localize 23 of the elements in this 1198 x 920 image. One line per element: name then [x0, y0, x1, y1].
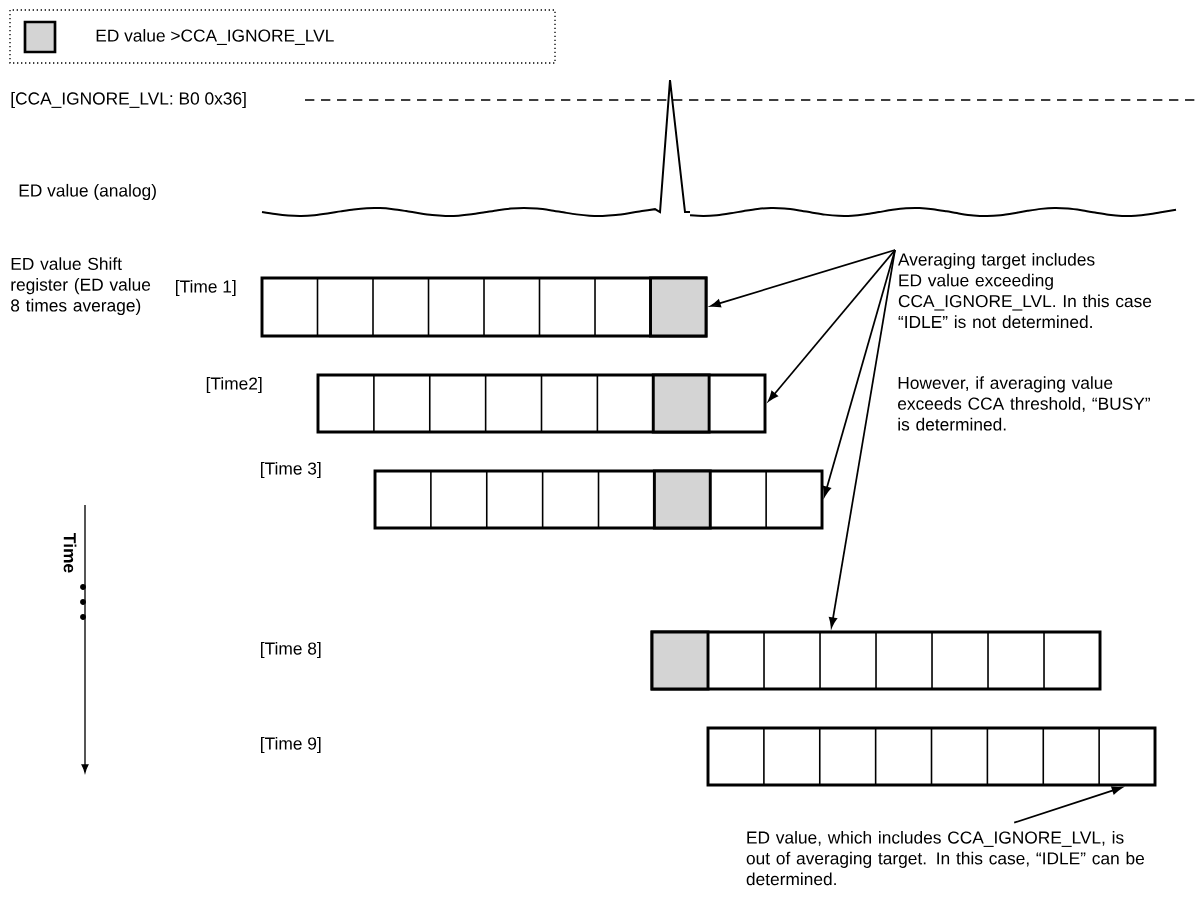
register-label: ED value Shift register (ED value 8 times average) — [11, 257, 151, 315]
axis-label: Time — [63, 533, 77, 573]
arrow — [710, 249, 896, 308]
time-label: [Time 3] — [261, 461, 321, 479]
time-label: [Time 9] — [261, 736, 321, 754]
shift-register — [706, 726, 1157, 787]
arrow — [768, 249, 896, 402]
shift-register — [373, 469, 824, 530]
register-label: [CCA_IGNORE_LVL: B0 0x36] — [11, 91, 246, 109]
shift-register — [260, 276, 708, 338]
shift-register — [650, 630, 1102, 691]
arrow — [1013, 786, 1123, 824]
time-label: [Time 1] — [176, 279, 236, 297]
shift-register — [316, 373, 767, 434]
arrow — [828, 249, 896, 628]
time-label: [Time2] — [206, 376, 262, 394]
time-label: [Time 8] — [261, 641, 321, 659]
note-text: Averaging target includes ED value exceeding CCA_IGNORE_LVL. In this case “IDLE” is not determined. — [898, 252, 1152, 329]
note-text: ED value, which includes CCA_IGNORE_LVL, is out of averaging target. In this case, “IDLE” can be determined. — [746, 830, 1144, 886]
arrow — [822, 249, 896, 497]
legend-text: ED value >CCA_IGNORE_LVL — [96, 29, 334, 45]
signal-label: ED value (analog) — [19, 183, 156, 201]
note-text: However, if averaging value exceeds CCA threshold, “BUSY” is determined. — [898, 376, 1150, 431]
